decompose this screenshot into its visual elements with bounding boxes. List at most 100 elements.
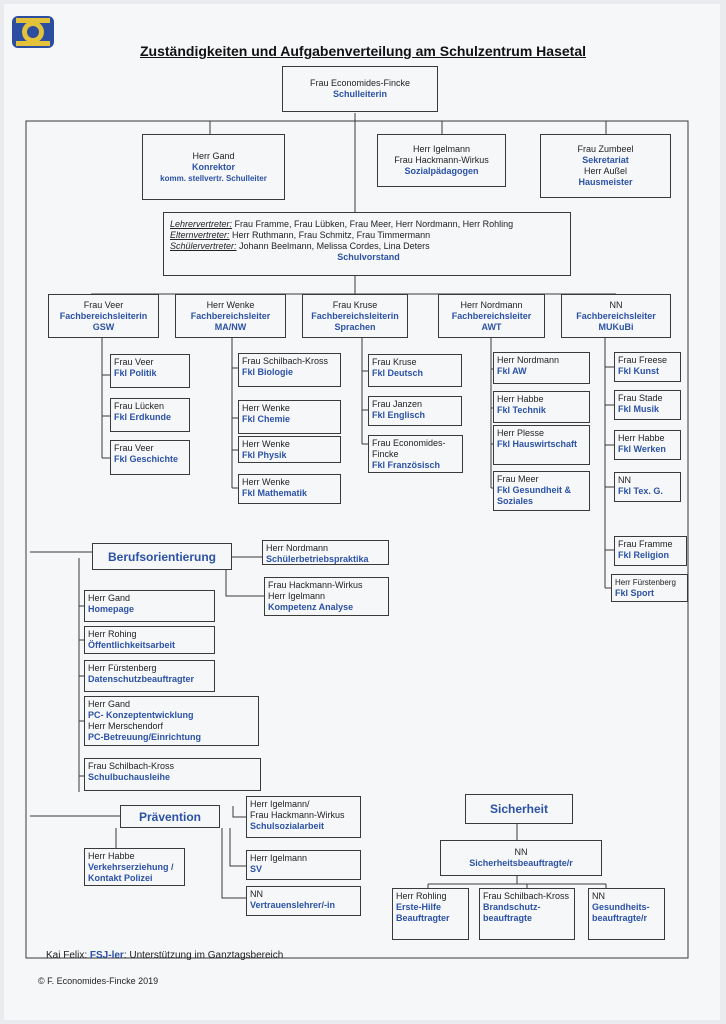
elternvertreter-names: Herr Ruthmann, Frau Schmitz, Frau Timmer… xyxy=(232,230,431,240)
fk-role: Fkl AW xyxy=(497,366,527,376)
bo-name: Frau Hackmann-Wirkus xyxy=(268,580,363,590)
side-name: Herr Fürstenberg xyxy=(88,663,157,673)
prae-name: Herr Habbe xyxy=(88,851,135,861)
fk-role: Fkl Kunst xyxy=(618,366,660,376)
sekretariat-box: Frau Zumbeel Sekretariat Herr Außel Haus… xyxy=(540,134,671,198)
fk-role: Fkl Geschichte xyxy=(114,454,179,464)
berufsorientierung-box: Berufsorientierung xyxy=(92,543,232,570)
fachbereich-fach: MUKuBi xyxy=(598,321,634,332)
fachbereich-name: NN xyxy=(609,299,623,310)
sekretariat-name1: Frau Zumbeel xyxy=(577,144,634,154)
fk-role: Fkl Deutsch xyxy=(372,368,424,378)
fk-name: Herr Habbe xyxy=(618,433,665,443)
side-role: Homepage xyxy=(88,604,135,614)
praevention-label: Prävention xyxy=(138,809,201,824)
fk-name: Herr Wenke xyxy=(242,439,290,449)
schulvorstand-box: Lehrervertreter: Frau Framme, Frau Lübke… xyxy=(163,212,571,276)
sozial-name2: Frau Hackmann-Wirkus xyxy=(394,155,489,165)
fk-role: Fkl Biologie xyxy=(242,367,294,377)
fk-role: Fkl Chemie xyxy=(242,414,291,424)
side-role: Datenschutzbeauftragter xyxy=(88,674,195,684)
sozial-name1: Herr Igelmann xyxy=(412,144,471,154)
copyright: © F. Economides-Fincke 2019 xyxy=(38,976,159,986)
fk-role: Fkl Gesundheit & Soziales xyxy=(497,485,572,506)
konrektor-role2: komm. stellvertr. Schulleiter xyxy=(160,173,267,183)
fachbereich-name: Herr Wenke xyxy=(206,299,255,310)
sich-name: Herr Rohling xyxy=(396,891,447,901)
bo-role: Schülerbetriebspraktika xyxy=(266,554,369,564)
fk-name: Frau Economides-Fincke xyxy=(372,438,446,459)
side-name: Frau Schilbach-Kross xyxy=(88,761,175,771)
prae-role: Vertrauenslehrer/-in xyxy=(250,900,336,910)
hausmeister-role: Hausmeister xyxy=(578,177,633,187)
prae-role: Schulsozialarbeit xyxy=(250,821,325,831)
prae-name: Herr Igelmann xyxy=(250,853,308,863)
fk-role: Fkl Politik xyxy=(114,368,157,378)
konrektor-role: Konrektor xyxy=(191,161,235,172)
sozialpaedagogen-box: Herr Igelmann Frau Hackmann-Wirkus Sozia… xyxy=(377,134,506,187)
sich-role: Brandschutz-beauftragte xyxy=(483,902,541,923)
fk-role: Fkl Technik xyxy=(497,405,546,415)
fachbereich-role: Fachbereichsleiter xyxy=(576,310,656,321)
fk-name: Frau Veer xyxy=(114,357,154,367)
side-name2: Herr Merschendorf xyxy=(88,721,164,731)
bo-name2: Herr Igelmann xyxy=(268,591,326,601)
praevention-box: Prävention xyxy=(120,805,220,828)
fsj-text: : Unterstützung im Ganztagsbereich xyxy=(123,950,284,961)
fachbereich-name: Frau Kruse xyxy=(332,299,378,310)
fsj-role: FSJ-ler xyxy=(89,950,124,961)
bo-name: Herr Nordmann xyxy=(266,543,329,553)
page-title: Zuständigkeiten und Aufgabenverteilung a… xyxy=(140,43,586,59)
fsj-name: Kai Felix: xyxy=(46,950,88,961)
fk-name: Frau Kruse xyxy=(372,357,417,367)
fachbereich-fach: Sprachen xyxy=(334,321,376,332)
fachbereich-role: Fachbereichsleiter xyxy=(451,310,532,321)
side-role: Öffentlichkeitsarbeit xyxy=(88,640,176,650)
prae-name2: Frau Hackmann-Wirkus xyxy=(250,810,345,820)
fk-name: Herr Wenke xyxy=(242,403,290,413)
sicherheit-role: Sicherheitsbeauftragte/r xyxy=(469,858,573,868)
side-role2: PC-Betreuung/Einrichtung xyxy=(88,732,201,742)
sich-role: Erste-Hilfe Beauftragter xyxy=(396,902,450,923)
bo-role: Kompetenz Analyse xyxy=(268,602,354,612)
side-name: Herr Rohing xyxy=(88,629,137,639)
sich-name: Frau Schilbach-Kross xyxy=(483,891,570,901)
berufsorientierung-label: Berufsorientierung xyxy=(107,549,216,564)
schulleitung-role: Schulleiterin xyxy=(332,89,387,99)
sicherheit-label: Sicherheit xyxy=(489,802,549,816)
side-name: Herr Gand xyxy=(88,593,131,603)
sich-name: NN xyxy=(592,891,605,901)
fk-name: Frau Veer xyxy=(114,443,154,453)
fk-role: Fkl Englisch xyxy=(372,410,426,420)
fk-name: Herr Plesse xyxy=(497,428,545,438)
fk-name: NN xyxy=(618,475,631,485)
fk-role: Fkl Mathematik xyxy=(242,488,308,498)
